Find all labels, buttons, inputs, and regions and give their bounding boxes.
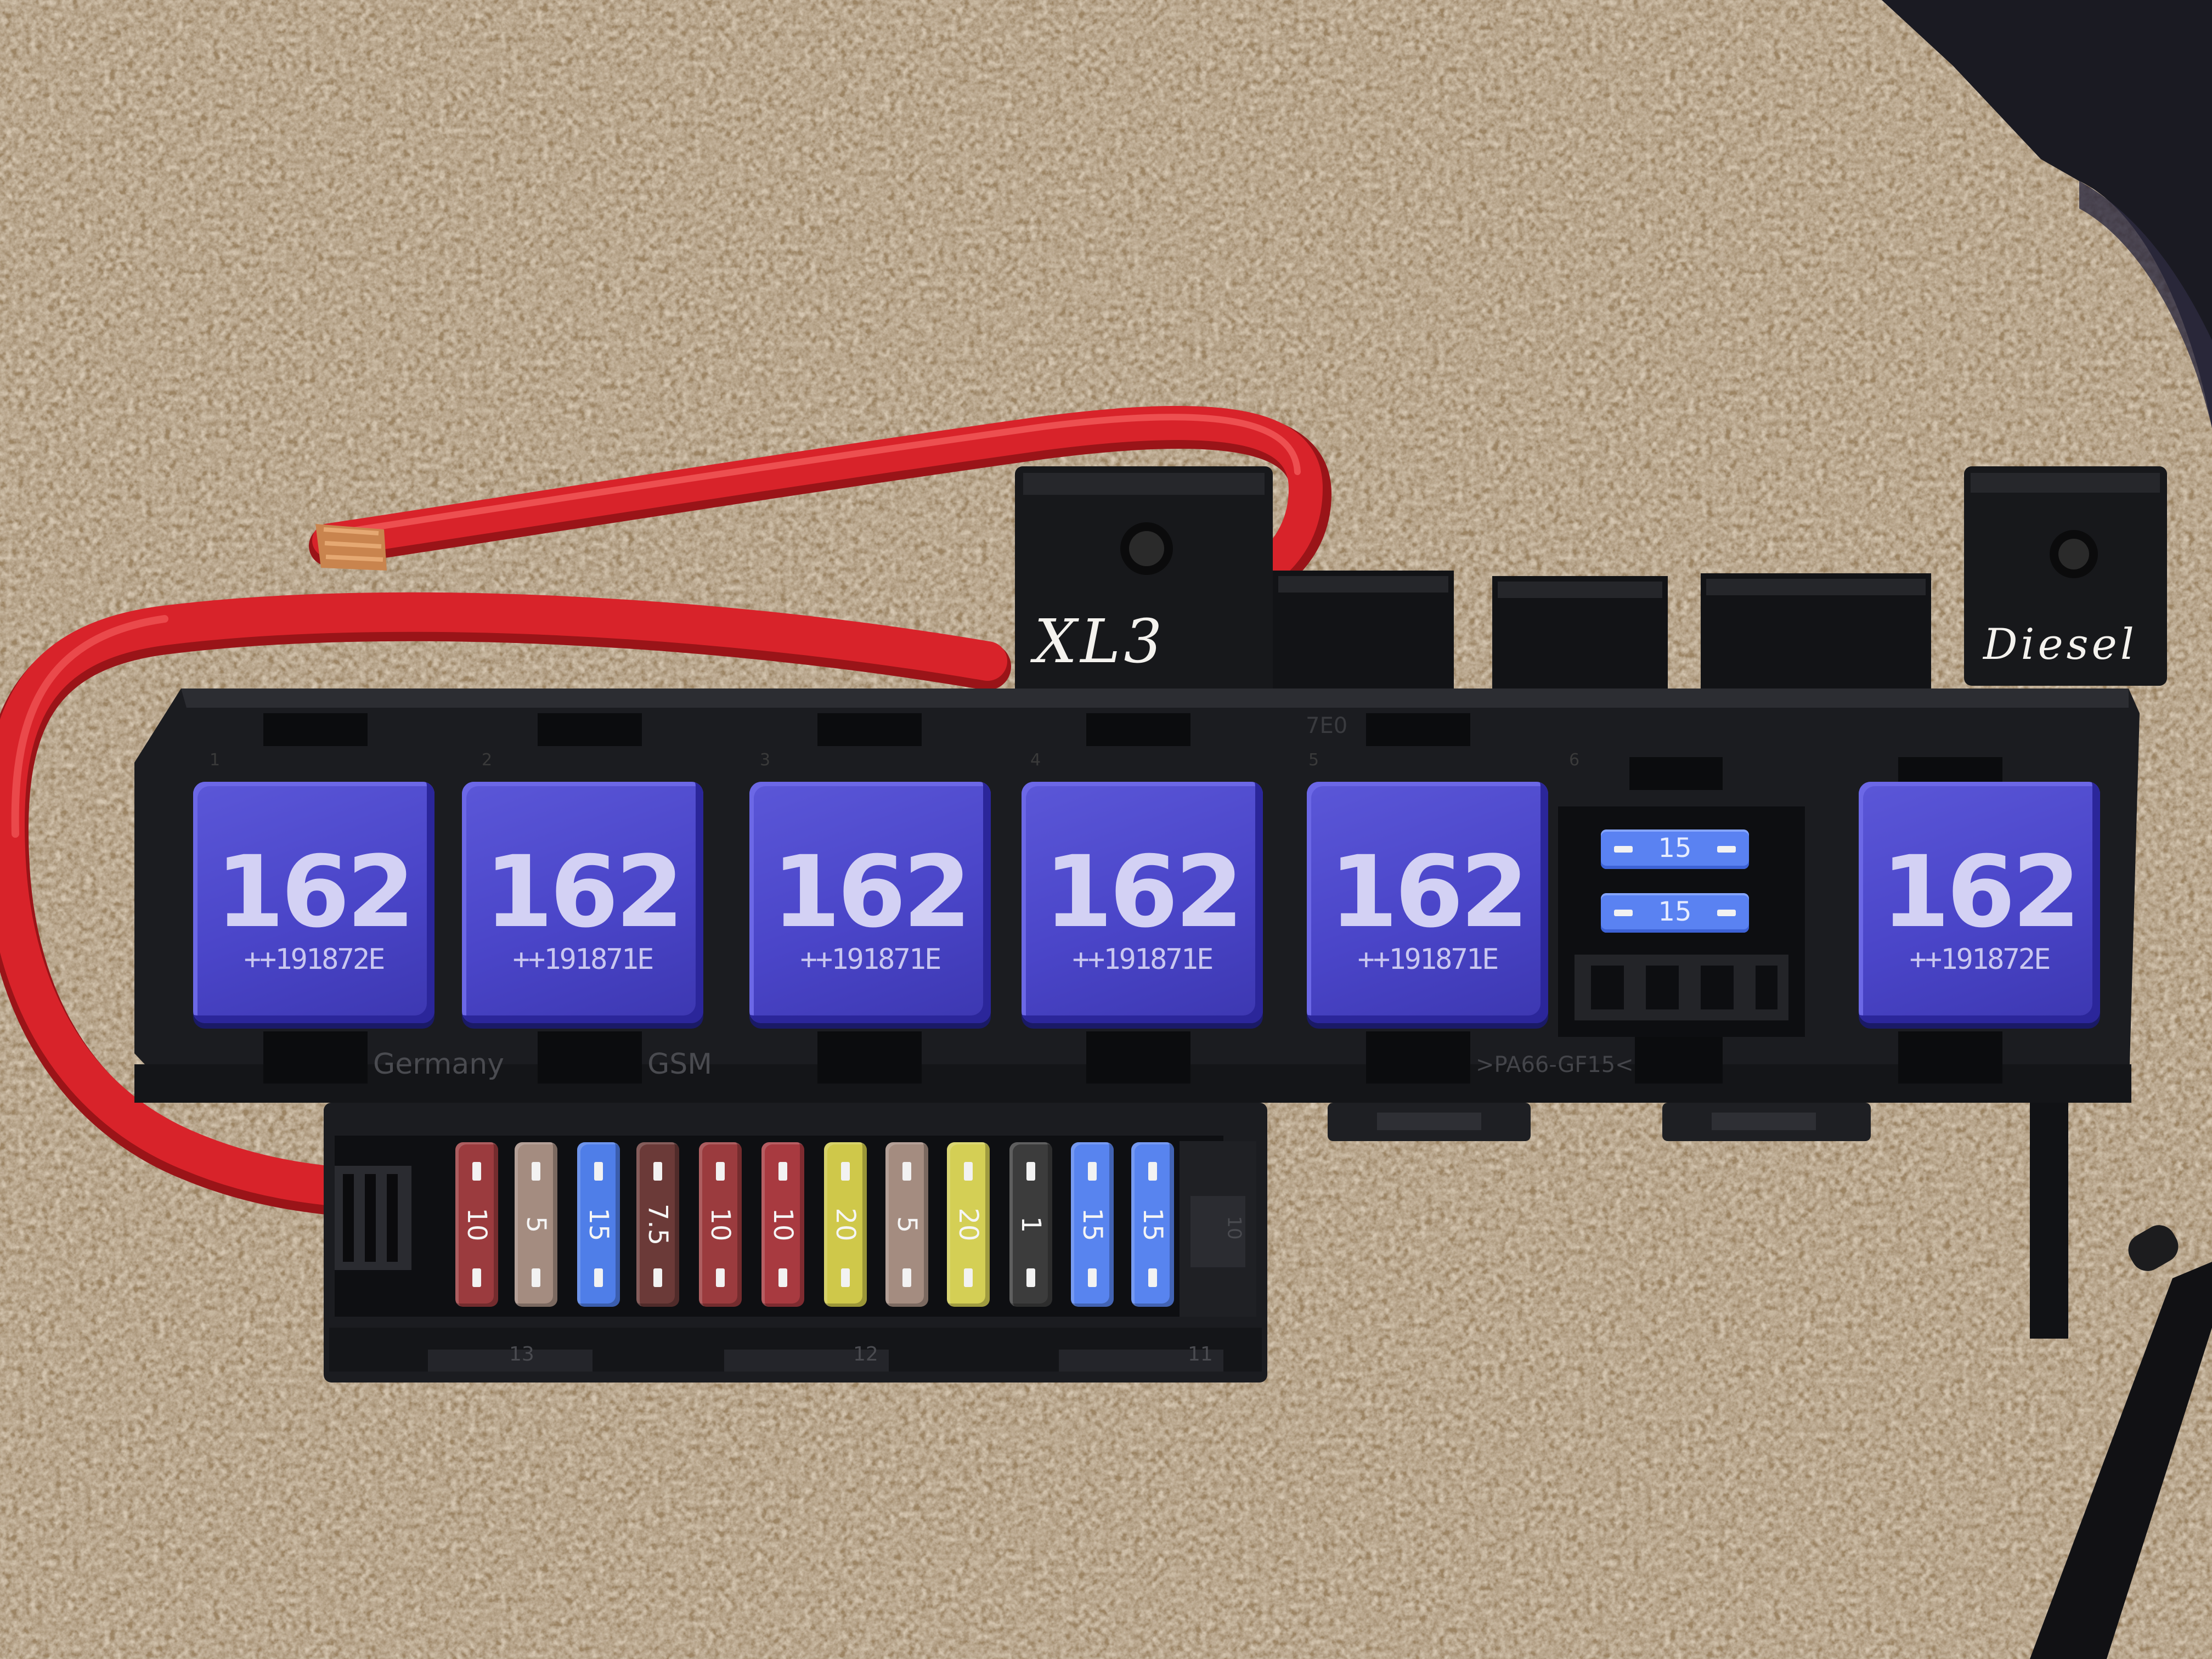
relay-code: 162 [772,835,972,950]
relay-part-number: ++191871E [1357,943,1499,976]
relay-slot-number: 1 [210,751,221,770]
fuse-contact-icon [1088,1162,1097,1181]
fuse-contact-icon [1148,1268,1157,1287]
fuse-rating: 10 [768,1207,798,1242]
fuse-rating: 1 [1015,1216,1046,1233]
relay-module: 162 ++191871E [1307,782,1548,1023]
fuse-contact-icon [472,1162,481,1181]
blade-fuse: 7.5 [636,1142,679,1307]
fuse-contact-icon [1026,1162,1035,1181]
fuse-contact-icon [472,1268,481,1287]
fuse-block-number: 12 [853,1343,878,1365]
fuse-contact-icon [653,1162,662,1181]
mini-fuse-rating: 15 [1658,833,1692,864]
blade-fuse: 10 [699,1142,742,1307]
fuse-rating: 20 [953,1207,984,1242]
fuse-contact-icon [902,1268,911,1287]
relay-slot-number: 2 [482,751,493,770]
fuse-contact-icon [841,1162,850,1181]
mini-fuse: 15 [1601,893,1749,933]
fuse-contact-icon [594,1268,603,1287]
molded-text-material: >PA66-GF15< [1476,1052,1634,1077]
fuse-contact-icon [594,1162,603,1181]
blade-fuse: 15 [1071,1142,1114,1307]
blade-fuse: 20 [947,1142,990,1307]
relay-slot-number: 4 [1030,751,1041,770]
fuse-contact-icon [1717,910,1736,916]
fuse-contact-icon [964,1162,973,1181]
blade-fuse: 15 [577,1142,620,1307]
relay-module: 162 ++191872E [1859,782,2100,1023]
fuse-rating: 5 [891,1216,922,1233]
relay-part-number: ++191871E [800,943,942,976]
molded-text-maker: GSM [647,1048,713,1081]
fuse-rating: 5 [521,1216,551,1233]
fuse-contact-icon [964,1268,973,1287]
molded-text-country: Germany [373,1048,505,1081]
blade-fuse: 10 [761,1142,804,1307]
fuse-contact-icon [841,1268,850,1287]
fuse-block-number: 13 [509,1343,534,1365]
bracket-label-diesel: Diesel [1983,620,2137,669]
relay-code: 162 [216,835,415,950]
relay-module: 162 ++191871E [1022,782,1263,1023]
fuse-contact-icon [532,1162,540,1181]
fuse-contact-icon [1717,846,1736,853]
fuse-contact-icon [778,1268,787,1287]
fuse-rating: 10 [705,1207,736,1242]
relay-code: 162 [1881,835,2081,950]
fuse-rating: 7.5 [642,1203,673,1246]
relay-part-number: ++191871E [512,943,654,976]
relay-module: 162 ++191871E [462,782,703,1023]
fuse-block-number: 11 [1188,1343,1213,1365]
fuse-contact-icon [902,1162,911,1181]
relay-code: 162 [484,835,684,950]
fuse-rating: 15 [1077,1207,1108,1242]
fuse-contact-icon [716,1268,725,1287]
molded-text-code: 7E0 [1306,713,1348,738]
mini-fuse: 15 [1601,830,1749,869]
fuse-block-number: 10 [1223,1216,1245,1240]
relay-slot-number: 3 [760,751,771,770]
fuse-contact-icon [1148,1162,1157,1181]
fuse-rating: 10 [461,1207,492,1242]
blade-fuse: 5 [515,1142,557,1307]
fuse-contact-icon [778,1162,787,1181]
blade-fuse: 1 [1009,1142,1052,1307]
bracket-label-xl3: XL3 [1034,606,1166,676]
relay-module: 162 ++191871E [749,782,991,1023]
relay-code: 162 [1044,835,1244,950]
fuse-contact-icon [653,1268,662,1287]
mini-fuse-slot-number: 6 [1569,751,1580,770]
blade-fuse: 20 [824,1142,867,1307]
blade-fuse: 5 [885,1142,928,1307]
fuse-contact-icon [1026,1268,1035,1287]
relay-part-number: ++191872E [244,943,386,976]
relay-part-number: ++191871E [1072,943,1214,976]
blade-fuse: 15 [1131,1142,1174,1307]
relay-part-number: ++191872E [1909,943,2051,976]
relay-module: 162 ++191872E [193,782,435,1023]
fuse-contact-icon [1088,1268,1097,1287]
fuse-contact-icon [1614,846,1633,853]
fuse-contact-icon [1614,910,1633,916]
blade-fuse: 10 [455,1142,498,1307]
fuse-contact-icon [532,1268,540,1287]
relay-slot-number: 5 [1308,751,1319,770]
fuse-rating: 15 [583,1207,614,1242]
mini-fuse-rating: 15 [1658,896,1692,927]
fuse-rating: 15 [1137,1207,1168,1242]
fuse-contact-icon [716,1162,725,1181]
fuse-rating: 20 [830,1207,861,1242]
relay-code: 162 [1329,835,1529,950]
